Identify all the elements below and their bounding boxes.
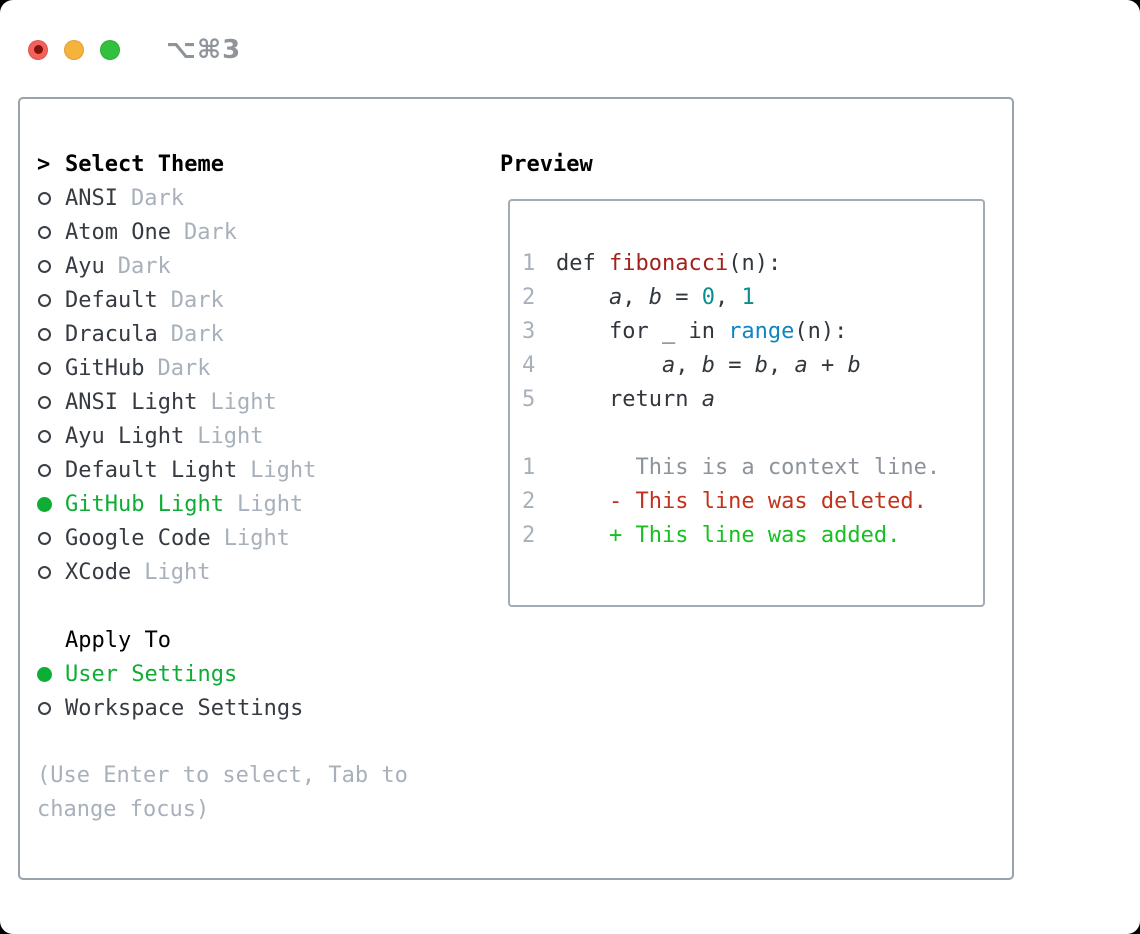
spacer	[20, 725, 500, 759]
close-dot-icon	[33, 45, 43, 54]
theme-option-github-light[interactable]: GitHub Light Light	[20, 487, 500, 521]
theme-option-default[interactable]: Default Dark	[20, 283, 500, 317]
theme-variant-tag: Light	[223, 525, 290, 551]
code-line: 3 for _ in range(n):	[522, 319, 848, 344]
theme-label: ANSI Light	[65, 389, 198, 415]
theme-label: XCode	[65, 559, 132, 585]
theme-option-xcode[interactable]: XCode Light	[20, 555, 500, 589]
apply-option-workspace-settings[interactable]: Workspace Settings	[20, 691, 500, 725]
diff-line-deleted: 2 - This line was deleted.	[522, 489, 927, 514]
spacer	[20, 589, 500, 623]
theme-label: ANSI	[65, 185, 118, 211]
theme-variant-tag: Dark	[117, 253, 171, 279]
theme-variant-tag: Light	[250, 457, 317, 483]
theme-option-github[interactable]: GitHub Dark	[20, 351, 500, 385]
theme-label: GitHub	[65, 355, 145, 381]
radio-icon	[37, 429, 65, 443]
radio-icon	[37, 463, 65, 477]
theme-variant-tag: Dark	[183, 219, 237, 245]
code-line: 4 a, b = b, a + b	[522, 353, 861, 378]
theme-label: Default Light	[65, 457, 238, 483]
theme-variant-tag: Light	[210, 389, 277, 415]
preview-title: Preview	[500, 151, 593, 177]
theme-label: Default	[65, 287, 158, 313]
theme-variant-tag: Light	[197, 423, 264, 449]
theme-label: Ayu	[65, 253, 105, 279]
theme-variant-tag: Light	[236, 491, 304, 517]
radio-icon	[37, 565, 65, 579]
theme-label: Ayu Light	[65, 423, 185, 449]
theme-label: Atom One	[65, 219, 171, 245]
theme-option-ayu-light[interactable]: Ayu Light Light	[20, 419, 500, 453]
radio-icon	[37, 293, 65, 307]
radio-icon	[37, 259, 65, 273]
theme-variant-tag: Dark	[170, 321, 224, 347]
theme-option-default-light[interactable]: Default Light Light	[20, 453, 500, 487]
radio-icon	[37, 531, 65, 545]
theme-option-dracula[interactable]: Dracula Dark	[20, 317, 500, 351]
radio-icon	[37, 191, 65, 205]
theme-option-ansi-light[interactable]: ANSI Light Light	[20, 385, 500, 419]
minimize-button[interactable]	[64, 39, 84, 60]
close-button[interactable]	[28, 39, 48, 60]
theme-variant-tag: Dark	[130, 185, 184, 211]
select-theme-title: Select Theme	[65, 151, 224, 177]
theme-variant-tag: Dark	[170, 287, 224, 313]
traffic-lights	[28, 39, 120, 60]
apply-option-label: User Settings	[65, 661, 238, 687]
apply-to-header: Apply To	[20, 623, 500, 657]
radio-icon	[37, 225, 65, 239]
radio-icon	[37, 327, 65, 341]
title-bar: ⌥⌘3	[0, 0, 1140, 97]
diff-line-added: 2 + This line was added.	[522, 523, 901, 548]
apply-option-user-settings[interactable]: User Settings	[20, 657, 500, 691]
theme-option-atom-one[interactable]: Atom One Dark	[20, 215, 500, 249]
theme-label: GitHub Light	[65, 491, 224, 517]
radio-icon	[37, 395, 65, 409]
theme-option-google-code[interactable]: Google Code Light	[20, 521, 500, 555]
apply-to-title: Apply To	[65, 627, 171, 653]
help-text: (Use Enter to select, Tab to change focu…	[37, 763, 408, 822]
theme-option-ayu[interactable]: Ayu Dark	[20, 249, 500, 283]
code-line: 2 a, b = 0, 1	[522, 285, 755, 310]
radio-icon	[37, 666, 65, 682]
radio-icon	[37, 361, 65, 375]
apply-option-label: Workspace Settings	[65, 695, 304, 721]
diff-line-context: 1 This is a context line.	[522, 455, 941, 480]
window-shortcut-label: ⌥⌘3	[166, 34, 242, 65]
radio-icon	[37, 701, 65, 715]
theme-variant-tag: Dark	[157, 355, 211, 381]
radio-icon	[37, 496, 65, 512]
selection-caret-icon: >	[37, 151, 51, 177]
zoom-button[interactable]	[100, 39, 120, 60]
theme-option-ansi[interactable]: ANSI Dark	[20, 181, 500, 215]
theme-variant-tag: Light	[144, 559, 211, 585]
diff-preview: 1 This is a context line. 2 - This line w…	[522, 451, 983, 553]
code-line: 5 return a	[522, 387, 715, 412]
theme-label: Google Code	[65, 525, 211, 551]
theme-label: Dracula	[65, 321, 158, 347]
select-theme-header: > Select Theme	[20, 147, 500, 181]
code-line	[522, 417, 983, 451]
